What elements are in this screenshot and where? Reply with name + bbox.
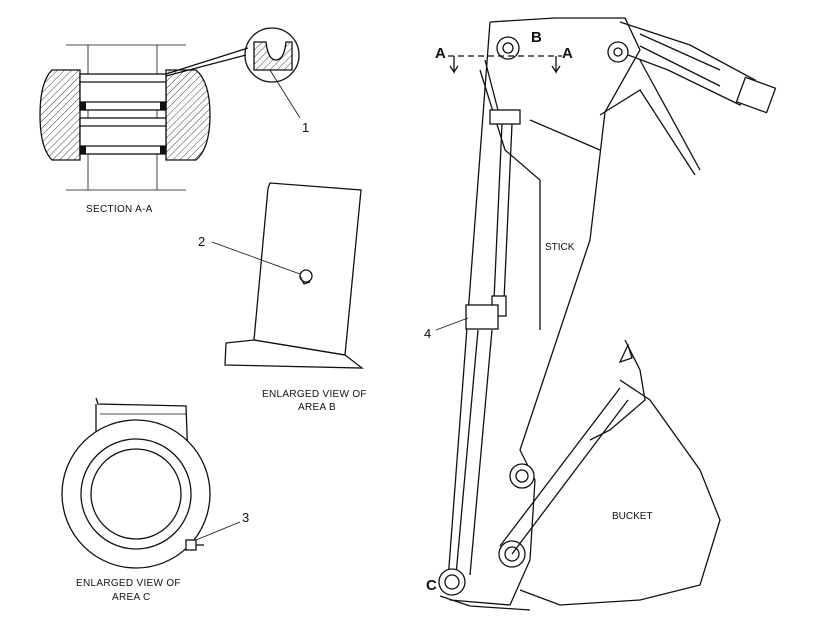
area-b-mark: B: [531, 29, 542, 46]
section-mark-left: A: [435, 45, 446, 62]
area-c-view: 3 ENLARGED VIEW OF AREA C: [61, 397, 249, 603]
area-b-caption-line2: AREA B: [298, 402, 336, 413]
area-c-caption-line2: AREA C: [112, 592, 150, 603]
stick-and-bucket-view: A A B STICK 4 BUCKET C: [424, 17, 777, 611]
area-c-mark: C: [426, 577, 437, 594]
callout-4: 4: [424, 326, 431, 341]
bucket-label: BUCKET: [612, 511, 653, 522]
stick-label: STICK: [545, 242, 575, 253]
section-mark-right: A: [562, 45, 573, 62]
callout-1: 1: [302, 120, 309, 135]
section-a-a-view: 1 SECTION A-A: [39, 27, 309, 215]
area-b-view: 2 ENLARGED VIEW OF AREA B: [198, 182, 367, 413]
callout-3: 3: [242, 510, 249, 525]
area-b-caption-line1: ENLARGED VIEW OF: [262, 389, 367, 400]
section-a-a-caption: SECTION A-A: [86, 204, 153, 215]
callout-2: 2: [198, 234, 205, 249]
area-c-caption-line1: ENLARGED VIEW OF: [76, 578, 181, 589]
